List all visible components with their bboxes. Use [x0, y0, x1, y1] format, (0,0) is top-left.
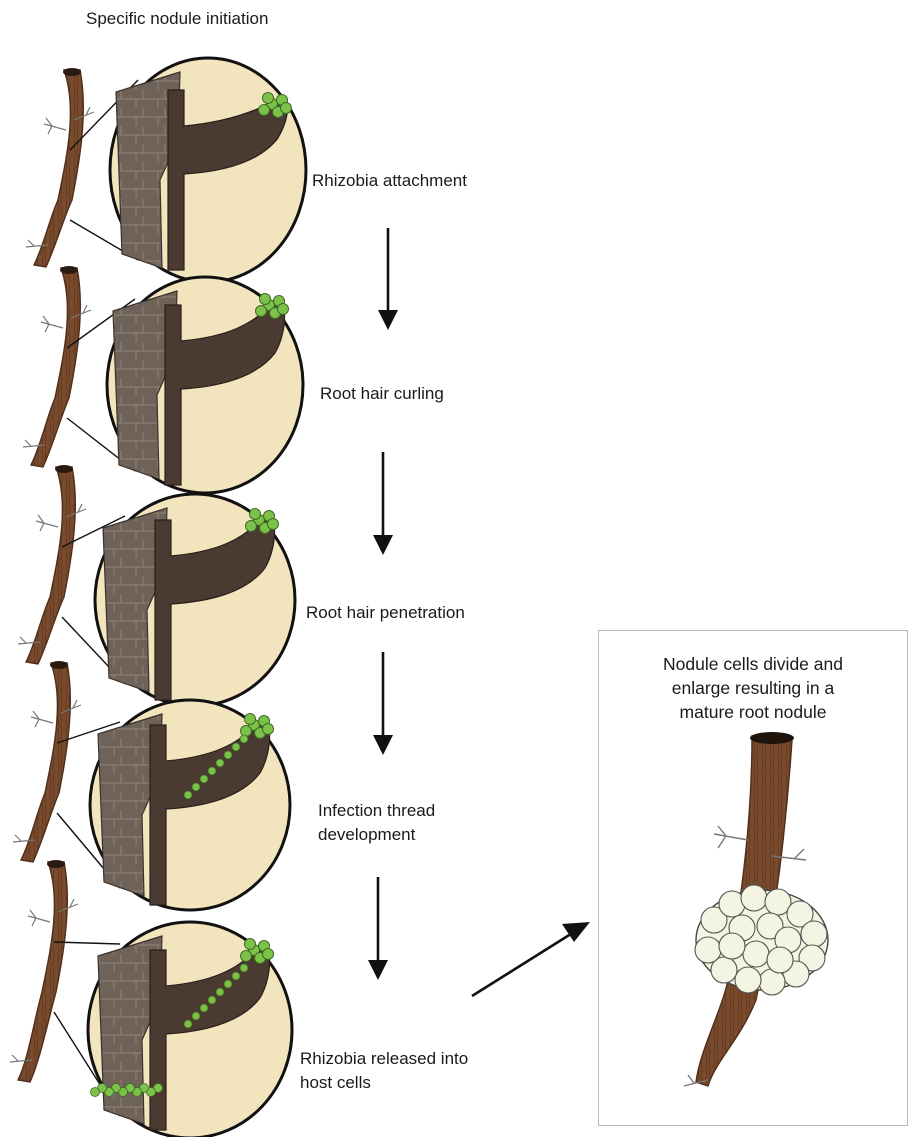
mature-panel-line-3: mature root nodule	[598, 700, 908, 724]
rhizobia-cell	[200, 1004, 208, 1012]
rhizobia-cell	[260, 294, 271, 305]
rhizobia-cell	[192, 1012, 200, 1020]
rhizobia-cell	[245, 939, 256, 950]
rhizobia-cell	[184, 1020, 192, 1028]
root-icon	[26, 467, 75, 664]
root-icon	[34, 70, 83, 267]
rhizobia-cell	[184, 791, 192, 799]
rhizobia-cell	[232, 972, 240, 980]
root-tip-cap	[47, 860, 65, 868]
rhizobia-cell	[240, 735, 248, 743]
stage-2-label: Root hair curling	[320, 383, 444, 405]
rootlet	[41, 316, 63, 332]
stage-1-label: Rhizobia attachment	[312, 170, 467, 192]
rootlet	[28, 910, 50, 926]
root-icon	[21, 663, 70, 862]
stage-2	[23, 266, 303, 493]
rhizobia-cell	[240, 964, 248, 972]
root-tip-cap	[50, 661, 68, 669]
root-tip-cap	[55, 465, 73, 473]
rhizobia-cell	[232, 743, 240, 751]
stage-3-label: Root hair penetration	[306, 602, 465, 624]
down-arrow-icon	[373, 452, 393, 555]
rhizobia-cell	[263, 93, 274, 104]
rhizobia-cell	[224, 751, 232, 759]
rhizobia-cell	[256, 306, 267, 317]
rhizobia-cell	[245, 714, 256, 725]
mature-panel-line-1: Nodule cells divide and	[598, 652, 908, 676]
rhizobia-cell	[281, 103, 292, 114]
rhizobia-cell	[91, 1088, 100, 1097]
stage-1	[26, 58, 306, 282]
rhizobia-cell	[192, 783, 200, 791]
rhizobia-cell	[246, 521, 257, 532]
stage-4-label-line-2: development	[318, 824, 415, 846]
rootlet	[31, 711, 53, 727]
rhizobia-cell	[268, 519, 279, 530]
root-tip-cap	[63, 68, 81, 76]
rhizobia-cell	[241, 726, 252, 737]
down-arrow-icon	[368, 877, 388, 980]
rhizobia-cell	[263, 949, 274, 960]
rhizobia-cell	[224, 980, 232, 988]
stage-5-label-line-2: host cells	[300, 1072, 371, 1094]
rootlet	[36, 515, 58, 531]
stage-5-label-line-1: Rhizobia released into	[300, 1048, 468, 1070]
diagram-title: Specific nodule initiation	[86, 8, 268, 30]
rhizobia-cell	[200, 775, 208, 783]
root-icon	[31, 268, 80, 467]
diagonal-arrow-icon	[472, 922, 590, 996]
rootlet	[44, 118, 66, 134]
rhizobia-cell	[250, 509, 261, 520]
rhizobia-cell	[278, 304, 289, 315]
rhizobia-cell	[241, 951, 252, 962]
stage-4-label-line-1: Infection thread	[318, 800, 435, 822]
down-arrow-icon	[373, 652, 393, 755]
mature-panel-line-2: enlarge resulting in a	[598, 676, 908, 700]
root-icon	[18, 862, 67, 1082]
root-tip-cap	[60, 266, 78, 274]
down-arrow-icon	[378, 228, 398, 330]
rhizobia-cell	[208, 767, 216, 775]
rhizobia-cell	[263, 724, 274, 735]
rhizobia-cell	[216, 759, 224, 767]
rhizobia-cell	[208, 996, 216, 1004]
rhizobia-cell	[259, 105, 270, 116]
rhizobia-cell	[216, 988, 224, 996]
